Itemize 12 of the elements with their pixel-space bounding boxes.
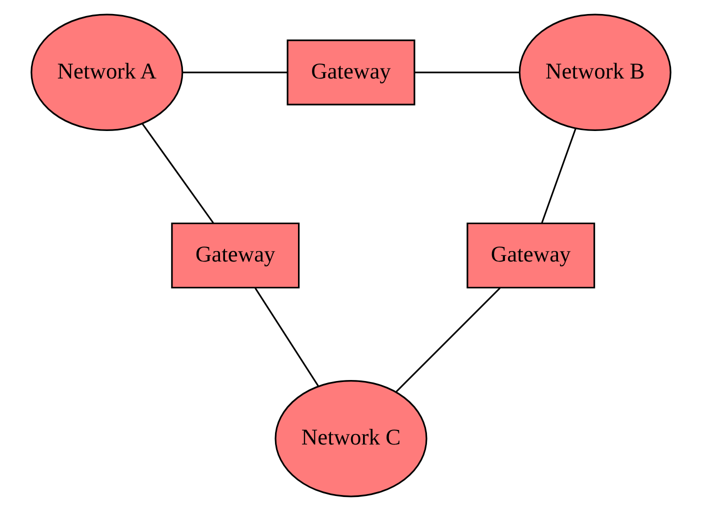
node-ellipse: Network B — [518, 14, 672, 132]
connector — [414, 72, 520, 74]
node-ellipse: Network A — [30, 14, 184, 132]
connector — [182, 72, 288, 74]
connector — [142, 123, 214, 224]
node-box: Gateway — [286, 40, 416, 106]
connector — [396, 287, 501, 392]
node-ellipse: Network C — [274, 380, 428, 498]
connector — [541, 128, 576, 224]
connector — [254, 288, 319, 386]
node-box: Gateway — [466, 222, 596, 288]
node-box: Gateway — [171, 222, 300, 288]
